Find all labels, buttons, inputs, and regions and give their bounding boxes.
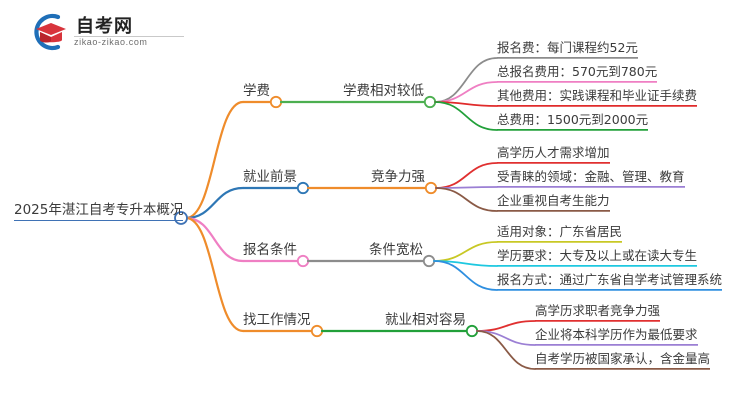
logo-graduation-cap-icon (34, 13, 66, 51)
subbranch-node-1[interactable]: 竞争力强 (371, 170, 425, 188)
branch-node-1[interactable]: 就业前景 (243, 170, 297, 188)
logo-divider (74, 36, 184, 37)
site-logo: 自考网 zikao-zikao.com (28, 10, 188, 56)
logo-brand-text: 自考网 (76, 16, 133, 37)
branch-node-0[interactable]: 学费 (243, 84, 270, 102)
root-node[interactable]: 2025年湛江自考专升本概况 (14, 203, 184, 221)
branch-node-2[interactable]: 报名条件 (243, 243, 297, 261)
leaf-node[interactable]: 学历要求：大专及以上或在读大专生 (497, 248, 698, 266)
leaf-node[interactable]: 总报名费用：570元到780元 (497, 64, 658, 82)
subbranch-node-0[interactable]: 学费相对较低 (343, 84, 424, 102)
leaf-node[interactable]: 报名方式：通过广东省自学考试管理系统 (497, 272, 723, 290)
leaf-node[interactable]: 企业将本科学历作为最低要求 (535, 327, 698, 345)
subbranch-node-3[interactable]: 就业相对容易 (385, 313, 466, 331)
leaf-node[interactable]: 其他费用：实践课程和毕业证手续费 (497, 88, 698, 106)
leaf-node[interactable]: 高学历求职者竞争力强 (535, 303, 661, 321)
leaf-node[interactable]: 受青睐的领域：金融、管理、教育 (497, 169, 685, 187)
subbranch-node-2[interactable]: 条件宽松 (369, 243, 423, 261)
leaf-node[interactable]: 报名费：每门课程约52元 (497, 40, 638, 58)
leaf-node[interactable]: 自考学历被国家承认，含金量高 (535, 351, 711, 369)
logo-domain-text: zikao-zikao.com (74, 37, 148, 47)
leaf-node[interactable]: 企业重视自考生能力 (497, 193, 610, 211)
leaf-node[interactable]: 适用对象：广东省居民 (497, 224, 623, 242)
branch-node-3[interactable]: 找工作情况 (243, 313, 311, 331)
leaf-node[interactable]: 总费用：1500元到2000元 (497, 112, 649, 130)
leaf-node[interactable]: 高学历人才需求增加 (497, 145, 610, 163)
